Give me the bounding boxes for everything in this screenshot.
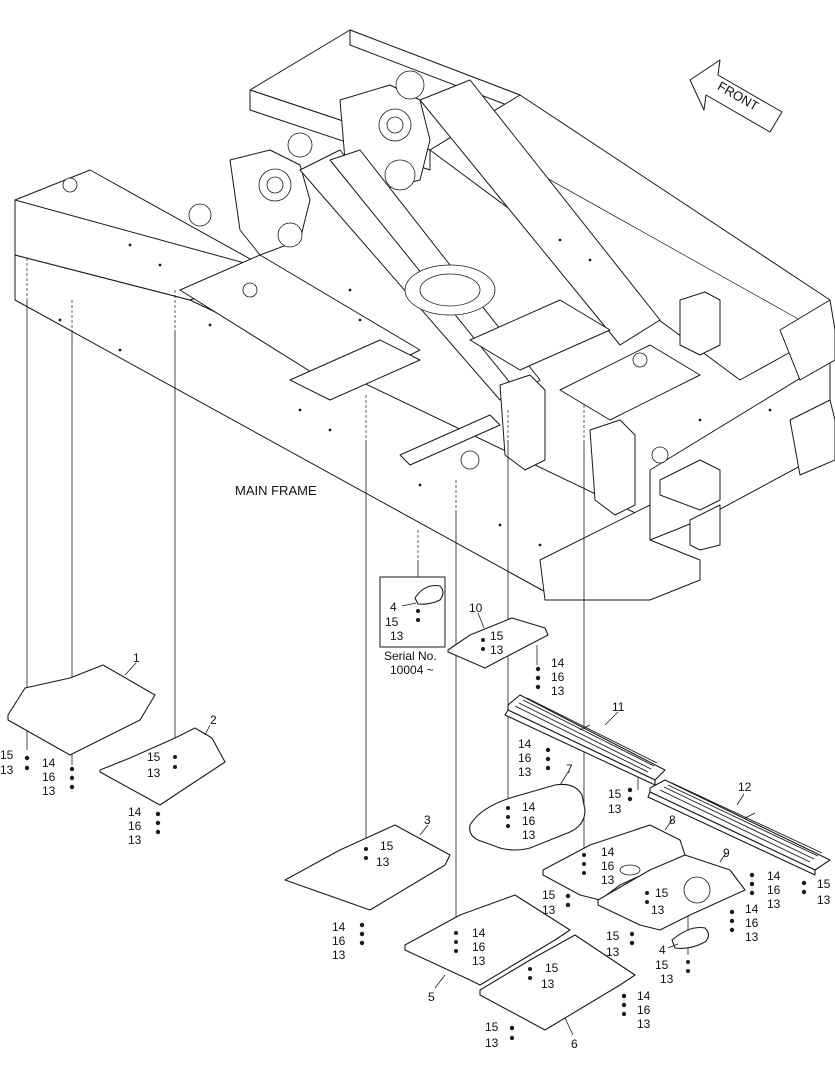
callout-15-p9b: 15 bbox=[606, 929, 620, 943]
callout-13-p12b: 13 bbox=[817, 893, 831, 907]
callout-15-p2: 15 bbox=[147, 750, 161, 764]
callout-13-p9c: 13 bbox=[745, 930, 759, 944]
callout-5: 5 bbox=[428, 990, 435, 1004]
callout-16-p3: 16 bbox=[332, 934, 346, 948]
serial-label-1: Serial No. bbox=[384, 649, 437, 663]
callout-13-p7: 13 bbox=[522, 828, 536, 842]
callout-14-p5: 14 bbox=[472, 926, 486, 940]
callout-4: 4 bbox=[659, 943, 666, 957]
callout-6: 6 bbox=[571, 1037, 578, 1051]
callout-16-p12: 16 bbox=[767, 883, 781, 897]
main-frame-drawing bbox=[14, 29, 835, 601]
callout-16-p7: 16 bbox=[522, 814, 536, 828]
plate-9: 9 15 13 15 13 14 16 13 bbox=[597, 846, 759, 959]
callout-16-p2: 16 bbox=[128, 819, 142, 833]
callout-13-inset: 13 bbox=[390, 629, 404, 643]
callout-15-p3: 15 bbox=[380, 839, 394, 853]
callout-16-p9: 16 bbox=[745, 916, 759, 930]
front-arrow: FRONT bbox=[689, 59, 783, 133]
callout-13-p9: 13 bbox=[651, 903, 665, 917]
plate-3: 3 15 13 14 16 13 bbox=[284, 813, 451, 962]
serial-label-2: 10004 ~ bbox=[390, 663, 434, 677]
grille-11: 11 15 13 bbox=[504, 694, 666, 816]
callout-14-p3: 14 bbox=[332, 920, 346, 934]
callout-15-p10: 15 bbox=[490, 629, 504, 643]
callout-15-p8: 15 bbox=[542, 888, 556, 902]
callout-7: 7 bbox=[566, 762, 573, 776]
callout-13-p6c: 13 bbox=[637, 1017, 651, 1031]
callout-13-p1: 13 bbox=[0, 763, 14, 777]
callout-12: 12 bbox=[738, 780, 752, 794]
main-frame-label: MAIN FRAME bbox=[235, 483, 317, 498]
callout-14-p7: 14 bbox=[522, 800, 536, 814]
plate-7: 7 14 16 13 14 16 13 bbox=[469, 737, 586, 851]
callout-13-p12: 13 bbox=[767, 897, 781, 911]
callout-15-inset: 15 bbox=[385, 615, 399, 629]
callout-15-p1: 15 bbox=[0, 748, 14, 762]
callout-13-p2: 13 bbox=[147, 766, 161, 780]
callout-16-p10: 16 bbox=[551, 670, 565, 684]
callout-16-p5: 16 bbox=[472, 940, 486, 954]
plate-2: 2 15 13 14 16 13 bbox=[99, 713, 226, 847]
plate-5: 5 14 16 13 bbox=[404, 894, 571, 1004]
callout-13-p10b: 13 bbox=[551, 684, 565, 698]
callout-10: 10 bbox=[469, 601, 483, 615]
callout-14-p1: 14 bbox=[42, 756, 56, 770]
callout-15-p6: 15 bbox=[545, 961, 559, 975]
callout-13-p3b: 13 bbox=[332, 948, 346, 962]
callout-13-p5: 13 bbox=[472, 954, 486, 968]
callout-16-p7b: 16 bbox=[518, 751, 532, 765]
callout-15-p9: 15 bbox=[655, 886, 669, 900]
callout-14-p6: 14 bbox=[637, 989, 651, 1003]
callout-13-p2b: 13 bbox=[128, 833, 142, 847]
callout-13-p6: 13 bbox=[541, 977, 555, 991]
callout-1: 1 bbox=[133, 651, 140, 665]
callout-13-p10: 13 bbox=[490, 643, 504, 657]
callout-15-p11: 15 bbox=[608, 787, 622, 801]
callout-13-p6b: 13 bbox=[485, 1036, 499, 1050]
grille-12: 12 14 16 13 15 13 bbox=[647, 779, 831, 911]
callout-16-p1: 16 bbox=[42, 770, 56, 784]
callout-13-p7b: 13 bbox=[518, 765, 532, 779]
plate-6: 6 15 13 15 13 14 16 13 bbox=[479, 934, 651, 1051]
serial-inset: 4 15 13 Serial No. 10004 ~ bbox=[379, 576, 446, 677]
callout-16-p6: 16 bbox=[637, 1003, 651, 1017]
callout-8: 8 bbox=[669, 813, 676, 827]
callout-3: 3 bbox=[424, 813, 431, 827]
plate-10: 10 15 13 14 16 13 bbox=[447, 601, 565, 698]
callout-14-p10: 14 bbox=[551, 656, 565, 670]
callout-15-p4: 15 bbox=[655, 958, 669, 972]
callout-15-p6b: 15 bbox=[485, 1020, 499, 1034]
callout-16-p8: 16 bbox=[601, 859, 615, 873]
callout-13-p4: 13 bbox=[660, 972, 674, 986]
callout-4-inset: 4 bbox=[390, 600, 397, 614]
callout-13-p9b: 13 bbox=[606, 945, 620, 959]
callout-11: 11 bbox=[612, 700, 625, 714]
callout-13-p1b: 13 bbox=[42, 784, 56, 798]
callout-14-p2: 14 bbox=[128, 805, 142, 819]
callout-14-p12: 14 bbox=[767, 869, 781, 883]
callout-14-p7b: 14 bbox=[518, 737, 532, 751]
callout-2: 2 bbox=[210, 713, 217, 727]
callout-9: 9 bbox=[723, 846, 730, 860]
callout-14-p8: 14 bbox=[601, 845, 615, 859]
callout-13-p8b: 13 bbox=[542, 903, 556, 917]
callout-14-p9: 14 bbox=[745, 902, 759, 916]
callout-13-p11: 13 bbox=[608, 802, 622, 816]
part-4: 4 15 13 bbox=[655, 926, 710, 986]
callout-13-p8: 13 bbox=[601, 873, 615, 887]
callout-15-p12: 15 bbox=[817, 877, 831, 891]
plate-1: 1 15 13 14 16 13 bbox=[0, 651, 156, 798]
callout-13-p3: 13 bbox=[376, 855, 390, 869]
